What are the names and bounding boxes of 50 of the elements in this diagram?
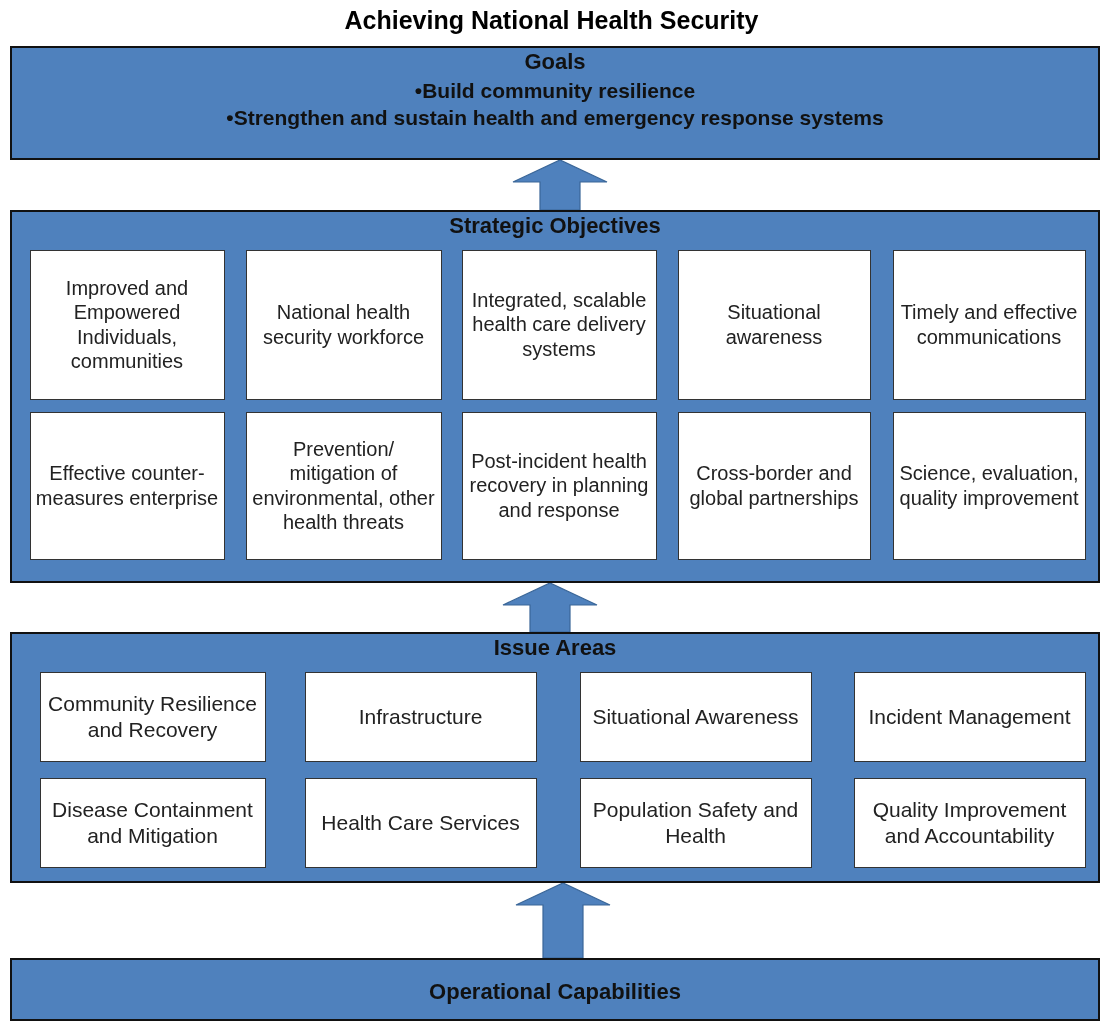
item-box [892,411,1086,560]
capabilities-panel [10,958,1100,1021]
item-box [461,411,657,560]
item-box [39,671,266,762]
item-text: Quality Improvement and Accountability [871,796,1068,849]
item-box [245,249,442,400]
item-text: Incident Management [867,703,1072,730]
panel-heading: Issue Areas [492,634,618,662]
item-box [304,671,537,762]
item-box [853,777,1086,868]
item-box [579,777,812,868]
item-text: Health Care Services [320,809,521,836]
panel-heading: Goals [523,48,587,76]
item-text: Situational Awareness [591,703,800,730]
diagram-title: Achieving National Health Security [343,6,760,35]
item-box [677,249,871,400]
item-text: Cross-border and global partnerships [688,461,860,510]
item-box [29,249,225,400]
item-text: Post-incident health recovery in planning and response [468,448,650,523]
item-text: National health security workforce [261,300,426,349]
item-text: Infrastructure [357,703,484,730]
item-box [853,671,1086,762]
goal-text: •Strengthen and sustain health and emergency response systems [225,104,885,131]
item-text: Timely and effective communications [899,300,1079,349]
item-box [245,411,442,560]
goal-text: •Build community resilience [413,77,697,104]
block-arrow [512,159,608,211]
item-box [892,249,1086,400]
item-box [304,777,537,868]
objectives-panel [10,210,1100,583]
item-box [29,411,225,560]
panel-heading: Operational Capabilities [428,978,682,1006]
goals-panel [10,46,1100,160]
item-text: Science, evaluation, quality improvement [898,461,1080,510]
item-box [579,671,812,762]
item-box [677,411,871,560]
block-arrow [502,582,598,633]
item-text: Disease Containment and Mitigation [51,796,254,849]
item-text: Integrated, scalable health care delivery systems [470,287,648,362]
item-box [461,249,657,400]
item-text: Improved and Empowered Individuals, communities [64,275,190,374]
item-text: Effective counter-measures enterprise [34,461,220,510]
item-text: Situational awareness [724,300,824,349]
issue-areas-panel [10,632,1100,883]
item-text: Community Resilience and Recovery [47,690,258,743]
item-box [39,777,266,868]
item-text: Population Safety and Health [591,796,800,849]
panel-heading: Strategic Objectives [448,212,662,240]
block-arrow [515,882,611,959]
item-text: Prevention/ mitigation of environmental, other health threats [251,436,436,535]
